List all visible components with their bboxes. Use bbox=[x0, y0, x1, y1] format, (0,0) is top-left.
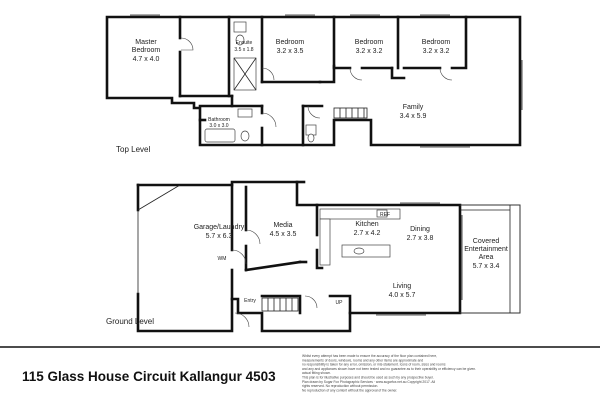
disclaimer-block: Whilst every attempt has been made to en… bbox=[302, 354, 476, 392]
disclaimer-line: and any and appliances shown have not be… bbox=[302, 367, 476, 371]
bathroom-fixtures bbox=[204, 108, 317, 143]
ground-level-windows bbox=[376, 202, 463, 316]
ground-level-plan: UP REF WM Garage/Laundry 5.7 x 6.3 Media… bbox=[106, 180, 521, 333]
ensuite-size: 3.5 x 1.8 bbox=[234, 47, 253, 53]
bedroom-2-label: Bedroom bbox=[355, 39, 384, 46]
ensuite-label: Ensuite bbox=[236, 40, 253, 46]
garage-size: 5.7 x 6.3 bbox=[206, 233, 233, 240]
footer: 115 Glass House Circuit Kallangur 4503 W… bbox=[0, 346, 600, 392]
kitchen-size: 2.7 x 4.2 bbox=[354, 230, 381, 237]
ground-level-caption: Ground Level bbox=[106, 317, 154, 326]
stair-up-label: UP bbox=[336, 300, 344, 306]
entertainment-label-line1: Covered bbox=[473, 238, 500, 245]
bedroom-3-label: Bedroom bbox=[422, 39, 451, 46]
disclaimer-line: No reproduction of any content without t… bbox=[302, 388, 397, 392]
media-size: 4.5 x 3.5 bbox=[270, 231, 297, 238]
living-size: 4.0 x 5.7 bbox=[389, 292, 416, 299]
top-level-windows bbox=[130, 14, 523, 148]
disclaimer-line: no responsibility is taken for any error… bbox=[302, 363, 446, 367]
property-address: 115 Glass House Circuit Kallangur 4503 bbox=[22, 369, 276, 384]
ensuite-fixtures bbox=[233, 21, 257, 91]
media-label: Media bbox=[273, 222, 292, 229]
ground-level-outer-wall bbox=[136, 180, 462, 333]
bathroom-size: 3.0 x 3.0 bbox=[209, 123, 228, 129]
garage-slab-edge bbox=[137, 184, 181, 211]
living-label: Living bbox=[393, 283, 411, 290]
top-level-outer-wall bbox=[105, 15, 522, 147]
disclaimer-line: Whilst every attempt has been made to en… bbox=[302, 354, 437, 358]
dining-size: 2.7 x 3.8 bbox=[407, 235, 434, 242]
top-level-plan: Master Bedroom 4.7 x 4.0 Ensuite 3.5 x 1… bbox=[105, 14, 523, 154]
top-level-interior-walls bbox=[178, 15, 468, 147]
ground-level-interior-walls bbox=[230, 180, 352, 315]
kitchen-label: Kitchen bbox=[355, 221, 378, 228]
master-bedroom-label-line1: Master bbox=[135, 39, 157, 46]
top-level-stair bbox=[333, 107, 368, 119]
bedroom-3-size: 3.2 x 3.2 bbox=[423, 48, 450, 55]
entertainment-label-line2: Entertainment bbox=[464, 246, 508, 253]
master-bedroom-size: 4.7 x 4.0 bbox=[133, 56, 160, 63]
ground-level-stair bbox=[261, 297, 299, 312]
ground-level-doors bbox=[231, 229, 318, 328]
family-label: Family bbox=[403, 104, 424, 111]
washing-machine-label: WM bbox=[218, 256, 227, 262]
fridge-label: REF bbox=[380, 212, 390, 218]
top-level-caption: Top Level bbox=[116, 145, 150, 154]
disclaimer-line: measurements of doors, windows, rooms an… bbox=[302, 358, 423, 362]
top-level-doors bbox=[180, 37, 453, 128]
covered-entertainment-deck bbox=[460, 204, 521, 314]
disclaimer-line: This plan is for illustrative purposes a… bbox=[302, 376, 434, 380]
disclaimer-line: rights reserved. No reproduction without… bbox=[302, 384, 378, 388]
bedroom-1-size: 3.2 x 3.5 bbox=[277, 48, 304, 55]
dining-label: Dining bbox=[410, 226, 430, 233]
bedroom-2-size: 3.2 x 3.2 bbox=[356, 48, 383, 55]
master-bedroom-label-line2: Bedroom bbox=[132, 47, 161, 54]
bedroom-1-label: Bedroom bbox=[276, 39, 305, 46]
bathroom-label: Bathroom bbox=[208, 117, 230, 123]
disclaimer-line: Plan drawn by Sugar Fox Photographic Ser… bbox=[302, 380, 435, 384]
entertainment-label-line3: Area bbox=[479, 254, 494, 261]
disclaimer-line: actual fitting shown. bbox=[302, 371, 331, 375]
family-size: 3.4 x 5.9 bbox=[400, 113, 427, 120]
garage-label: Garage/Laundry bbox=[194, 224, 245, 231]
kitchen-counters bbox=[319, 208, 401, 266]
entertainment-size: 5.7 x 3.4 bbox=[473, 263, 500, 270]
entry-label: Entry bbox=[244, 298, 256, 304]
